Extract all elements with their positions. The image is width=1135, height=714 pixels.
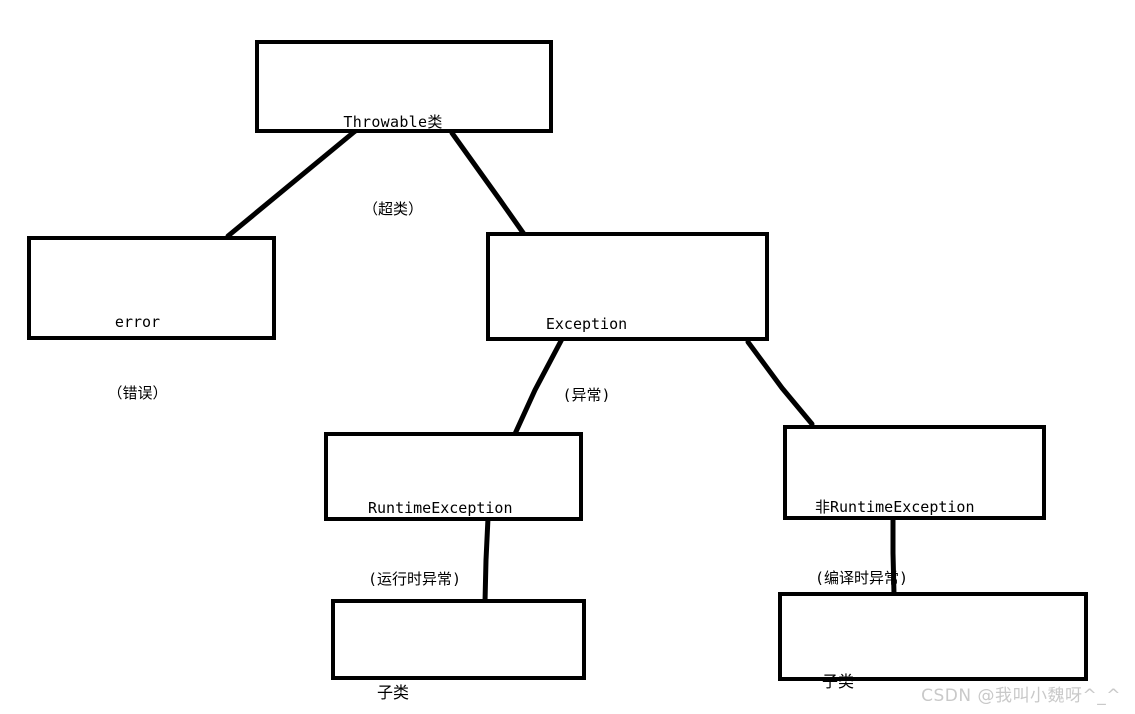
node-nonruntime-line1: 非RuntimeException: [815, 498, 975, 517]
node-nonruntime-line2: (编译时异常): [815, 568, 909, 587]
node-runtime-line2: (运行时异常): [368, 569, 462, 588]
node-exception-text: Exception (异常): [490, 268, 765, 453]
node-error[interactable]: error （错误）: [27, 236, 276, 402]
node-sub-left-text: 子类: [335, 635, 582, 714]
node-error-line1: error: [114, 313, 161, 332]
node-error-text: error （错误）: [31, 266, 272, 451]
node-runtime-text: RuntimeException (运行时异常): [328, 452, 579, 637]
node-sub-right-line1: 子类: [822, 672, 855, 692]
node-non-runtime-exception[interactable]: 非RuntimeException (编译时异常): [783, 425, 1046, 587]
node-throwable-line2: （超类）: [362, 199, 423, 218]
node-exception[interactable]: Exception (异常): [486, 232, 769, 404]
node-exception-line2: (异常): [562, 385, 611, 404]
csdn-watermark: CSDN @我叫小魏呀^_^: [921, 686, 1121, 706]
node-error-line2: （错误）: [107, 383, 168, 402]
node-subclass-right[interactable]: 子类: [778, 592, 1088, 691]
node-throwable-line1: Throwable类: [343, 113, 443, 132]
node-exception-line1: Exception: [545, 315, 628, 334]
node-runtime-exception[interactable]: RuntimeException (运行时异常): [324, 432, 583, 588]
node-throwable[interactable]: Throwable类 （超类）: [255, 40, 553, 218]
node-sub-left-line1: 子类: [377, 683, 410, 703]
node-runtime-line1: RuntimeException: [368, 499, 513, 518]
node-sub-right-text: 子类: [782, 624, 1084, 714]
node-nonruntime-text: 非RuntimeException (编译时异常): [787, 451, 1042, 636]
node-subclass-left[interactable]: 子类: [331, 599, 586, 702]
